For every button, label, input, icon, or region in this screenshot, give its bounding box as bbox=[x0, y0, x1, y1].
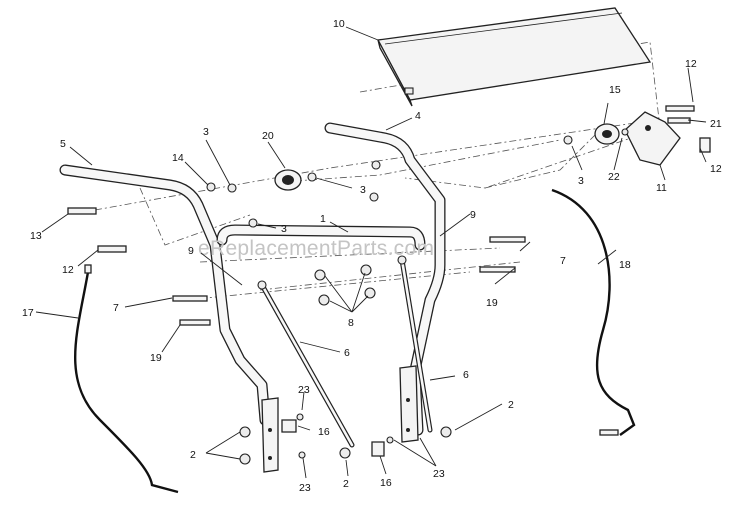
callout-9-a: 9 bbox=[188, 245, 194, 257]
handle-crossbar bbox=[216, 224, 426, 251]
cable-left bbox=[73, 264, 179, 494]
callout-2-c: 2 bbox=[343, 478, 349, 490]
callout-3-c: 3 bbox=[281, 223, 287, 235]
pulley-left bbox=[274, 169, 302, 191]
callout-2-a: 2 bbox=[508, 399, 514, 411]
callout-3-b: 3 bbox=[360, 184, 366, 196]
callout-14: 14 bbox=[172, 152, 184, 164]
control-rods bbox=[257, 255, 433, 448]
callout-11: 11 bbox=[656, 182, 667, 194]
main-handle bbox=[59, 164, 271, 426]
upper-handle bbox=[324, 122, 446, 436]
callout-18: 18 bbox=[619, 259, 631, 271]
hardware bbox=[67, 105, 711, 465]
callout-3-d: 3 bbox=[578, 175, 584, 187]
callout-8: 8 bbox=[348, 317, 354, 329]
callout-1: 1 bbox=[320, 213, 326, 225]
callout-15: 15 bbox=[609, 84, 621, 96]
callout-6-b: 6 bbox=[463, 369, 469, 381]
callout-23-b: 23 bbox=[433, 468, 445, 480]
callout-6-a: 6 bbox=[344, 347, 350, 359]
pulley-right bbox=[594, 123, 620, 145]
callout-23-c: 23 bbox=[299, 482, 311, 494]
callout-10: 10 bbox=[333, 18, 345, 30]
callout-12-a: 12 bbox=[62, 264, 74, 276]
callout-9-b: 9 bbox=[470, 209, 476, 221]
callout-17: 17 bbox=[22, 307, 34, 319]
side-bracket bbox=[624, 111, 681, 166]
control-panel-cover bbox=[376, 7, 652, 107]
callout-5: 5 bbox=[60, 138, 66, 150]
callout-21: 21 bbox=[710, 118, 722, 130]
callout-4: 4 bbox=[415, 110, 421, 122]
callout-13: 13 bbox=[30, 230, 42, 242]
callout-7-b: 7 bbox=[560, 255, 566, 267]
callout-3-a: 3 bbox=[203, 126, 209, 138]
callout-19-b: 19 bbox=[486, 297, 498, 309]
callout-23-a: 23 bbox=[298, 384, 310, 396]
watermark: eReplacementParts.com bbox=[198, 237, 434, 260]
callout-12-c: 12 bbox=[710, 163, 722, 175]
callout-12-b: 12 bbox=[685, 58, 697, 70]
callout-labels: 10 4 5 3 14 20 3 3 1 13 12 9 7 17 19 8 6… bbox=[22, 18, 722, 494]
callout-16-a: 16 bbox=[318, 426, 330, 438]
callout-7-a: 7 bbox=[113, 302, 119, 314]
callout-20: 20 bbox=[262, 130, 274, 142]
cable-right bbox=[551, 188, 636, 436]
callout-2-b: 2 bbox=[190, 449, 196, 461]
callout-16-b: 16 bbox=[380, 477, 392, 489]
leader-lines bbox=[35, 26, 707, 479]
callout-19-a: 19 bbox=[150, 352, 162, 364]
assembly-guide-lines bbox=[94, 41, 661, 301]
lower-brackets bbox=[261, 365, 419, 473]
callout-22: 22 bbox=[608, 171, 620, 183]
